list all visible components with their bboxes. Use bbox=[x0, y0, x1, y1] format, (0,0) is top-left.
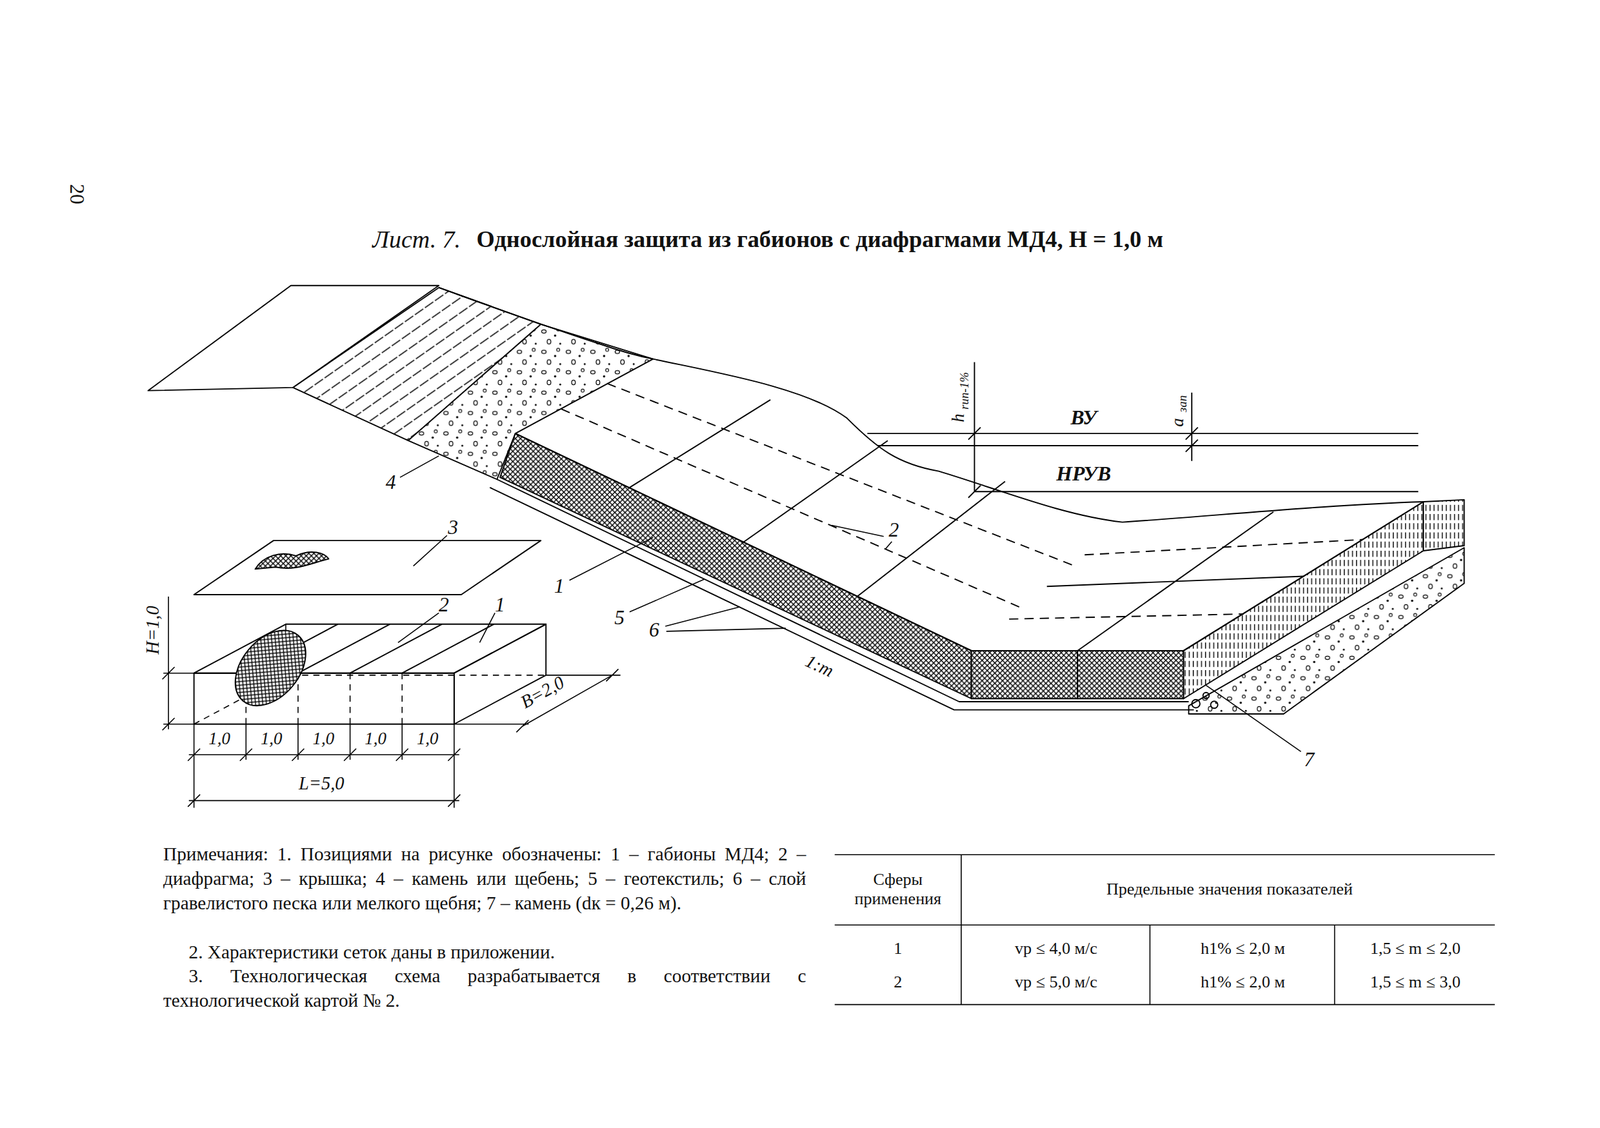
callout-number: 1 bbox=[494, 593, 506, 617]
leader-lines bbox=[831, 525, 892, 549]
dimension-label: B=2,0 bbox=[517, 672, 569, 714]
callout-number: 5 bbox=[614, 606, 625, 630]
gabion-toe bbox=[971, 650, 1078, 699]
table-header: Предельные значения показателей bbox=[1106, 880, 1353, 900]
gabion-toe bbox=[1047, 512, 1305, 651]
dimension-label: 1,0 bbox=[364, 729, 387, 750]
gabion-inset bbox=[221, 616, 320, 720]
note-text: Примечания: 1. Позициями на рисунке обоз… bbox=[163, 842, 806, 917]
dimension-label: 1,0 bbox=[416, 729, 439, 750]
dimension-lines bbox=[454, 669, 621, 733]
water-level-label: ВУ bbox=[1070, 406, 1097, 430]
gabion-toe bbox=[1203, 692, 1210, 699]
water-levels bbox=[867, 361, 1419, 498]
limits-table bbox=[834, 854, 1495, 1005]
note-text: 3. Технологическая схема разрабатывается… bbox=[163, 964, 806, 1014]
slope-label: 1:m bbox=[801, 650, 837, 682]
gabion-toe bbox=[971, 501, 1424, 651]
table-cell: vр ≤ 5,0 м/с bbox=[1014, 972, 1098, 993]
leader-lines bbox=[629, 579, 704, 613]
table-cell: h1% ≤ 2,0 м bbox=[1200, 972, 1286, 993]
callout-number: 2 bbox=[438, 593, 450, 617]
callout-number: 1 bbox=[554, 574, 565, 599]
dimension-subscript: run-1% bbox=[957, 372, 972, 410]
page-number: 20 bbox=[64, 183, 88, 205]
water-levels bbox=[867, 433, 1419, 492]
gabion-inset bbox=[194, 540, 542, 595]
gabion-slope bbox=[500, 433, 972, 699]
sheet-title: Однослойная защита из габионов с диафраг… bbox=[476, 226, 1164, 254]
callout-number: 2 bbox=[889, 518, 900, 542]
bank-soil bbox=[148, 285, 1424, 523]
dimension-subscript: зап bbox=[1175, 395, 1190, 413]
table-cell: h1% ≤ 2,0 м bbox=[1200, 939, 1286, 959]
underlayers bbox=[489, 487, 1194, 711]
leader-lines bbox=[1205, 685, 1301, 753]
note-text: 2. Характеристики сеток даны в приложени… bbox=[163, 940, 806, 966]
underlayers bbox=[496, 479, 1189, 702]
callout-number: 7 bbox=[1303, 748, 1315, 772]
limits-table bbox=[834, 854, 1495, 1005]
leader-lines bbox=[398, 456, 1302, 753]
callout-number: 3 bbox=[447, 516, 459, 540]
table-cell: 1,5 ≤ m ≤ 3,0 bbox=[1370, 972, 1461, 993]
dimension-label: 1,0 bbox=[208, 729, 231, 750]
callout-number: 4 bbox=[385, 470, 397, 495]
dimension-lines bbox=[187, 794, 460, 808]
dimension-label: 1,0 bbox=[312, 729, 335, 750]
gabion-inset bbox=[255, 552, 330, 570]
sheet-label: Лист. 7. bbox=[372, 225, 461, 255]
table-header: Сферы применения bbox=[838, 870, 959, 910]
table-cell: vр ≤ 4,0 м/с bbox=[1014, 939, 1098, 959]
dimension-label: a bbox=[1167, 418, 1188, 427]
dimension-lines bbox=[162, 596, 621, 808]
dimension-label: h bbox=[948, 414, 969, 423]
gabion-inset bbox=[194, 540, 547, 725]
bank-soil bbox=[652, 359, 1424, 523]
dimension-lines bbox=[162, 596, 195, 731]
dimension-label: L=5,0 bbox=[298, 772, 345, 795]
dimension-label: H=1,0 bbox=[142, 606, 164, 655]
leader-lines bbox=[665, 607, 786, 632]
dimension-lines bbox=[194, 724, 455, 809]
gabion-toe bbox=[1191, 700, 1200, 709]
dimension-label: 1,0 bbox=[260, 729, 283, 750]
table-cell: 1 bbox=[893, 939, 902, 959]
gabion-toe bbox=[1077, 650, 1184, 699]
gabion-inset bbox=[194, 673, 455, 725]
callout-number: 6 bbox=[649, 618, 660, 642]
leader-lines bbox=[569, 537, 654, 580]
leader-lines bbox=[398, 612, 439, 643]
table-cell: 2 bbox=[893, 972, 902, 993]
gabion-toe bbox=[1189, 547, 1465, 715]
bank-soil bbox=[438, 287, 653, 360]
dimension-lines bbox=[187, 749, 460, 762]
gabion-toe bbox=[1210, 701, 1219, 709]
gabion-slope bbox=[629, 400, 1006, 597]
table-cell: 1,5 ≤ m ≤ 2,0 bbox=[1370, 939, 1461, 959]
gabion-slope bbox=[561, 383, 1073, 609]
gabion-toe bbox=[971, 500, 1465, 715]
leader-lines bbox=[400, 456, 439, 478]
water-level-label: НРУВ bbox=[1056, 462, 1111, 486]
gabion-toe bbox=[1009, 540, 1364, 620]
gabion-toe bbox=[1423, 500, 1464, 551]
